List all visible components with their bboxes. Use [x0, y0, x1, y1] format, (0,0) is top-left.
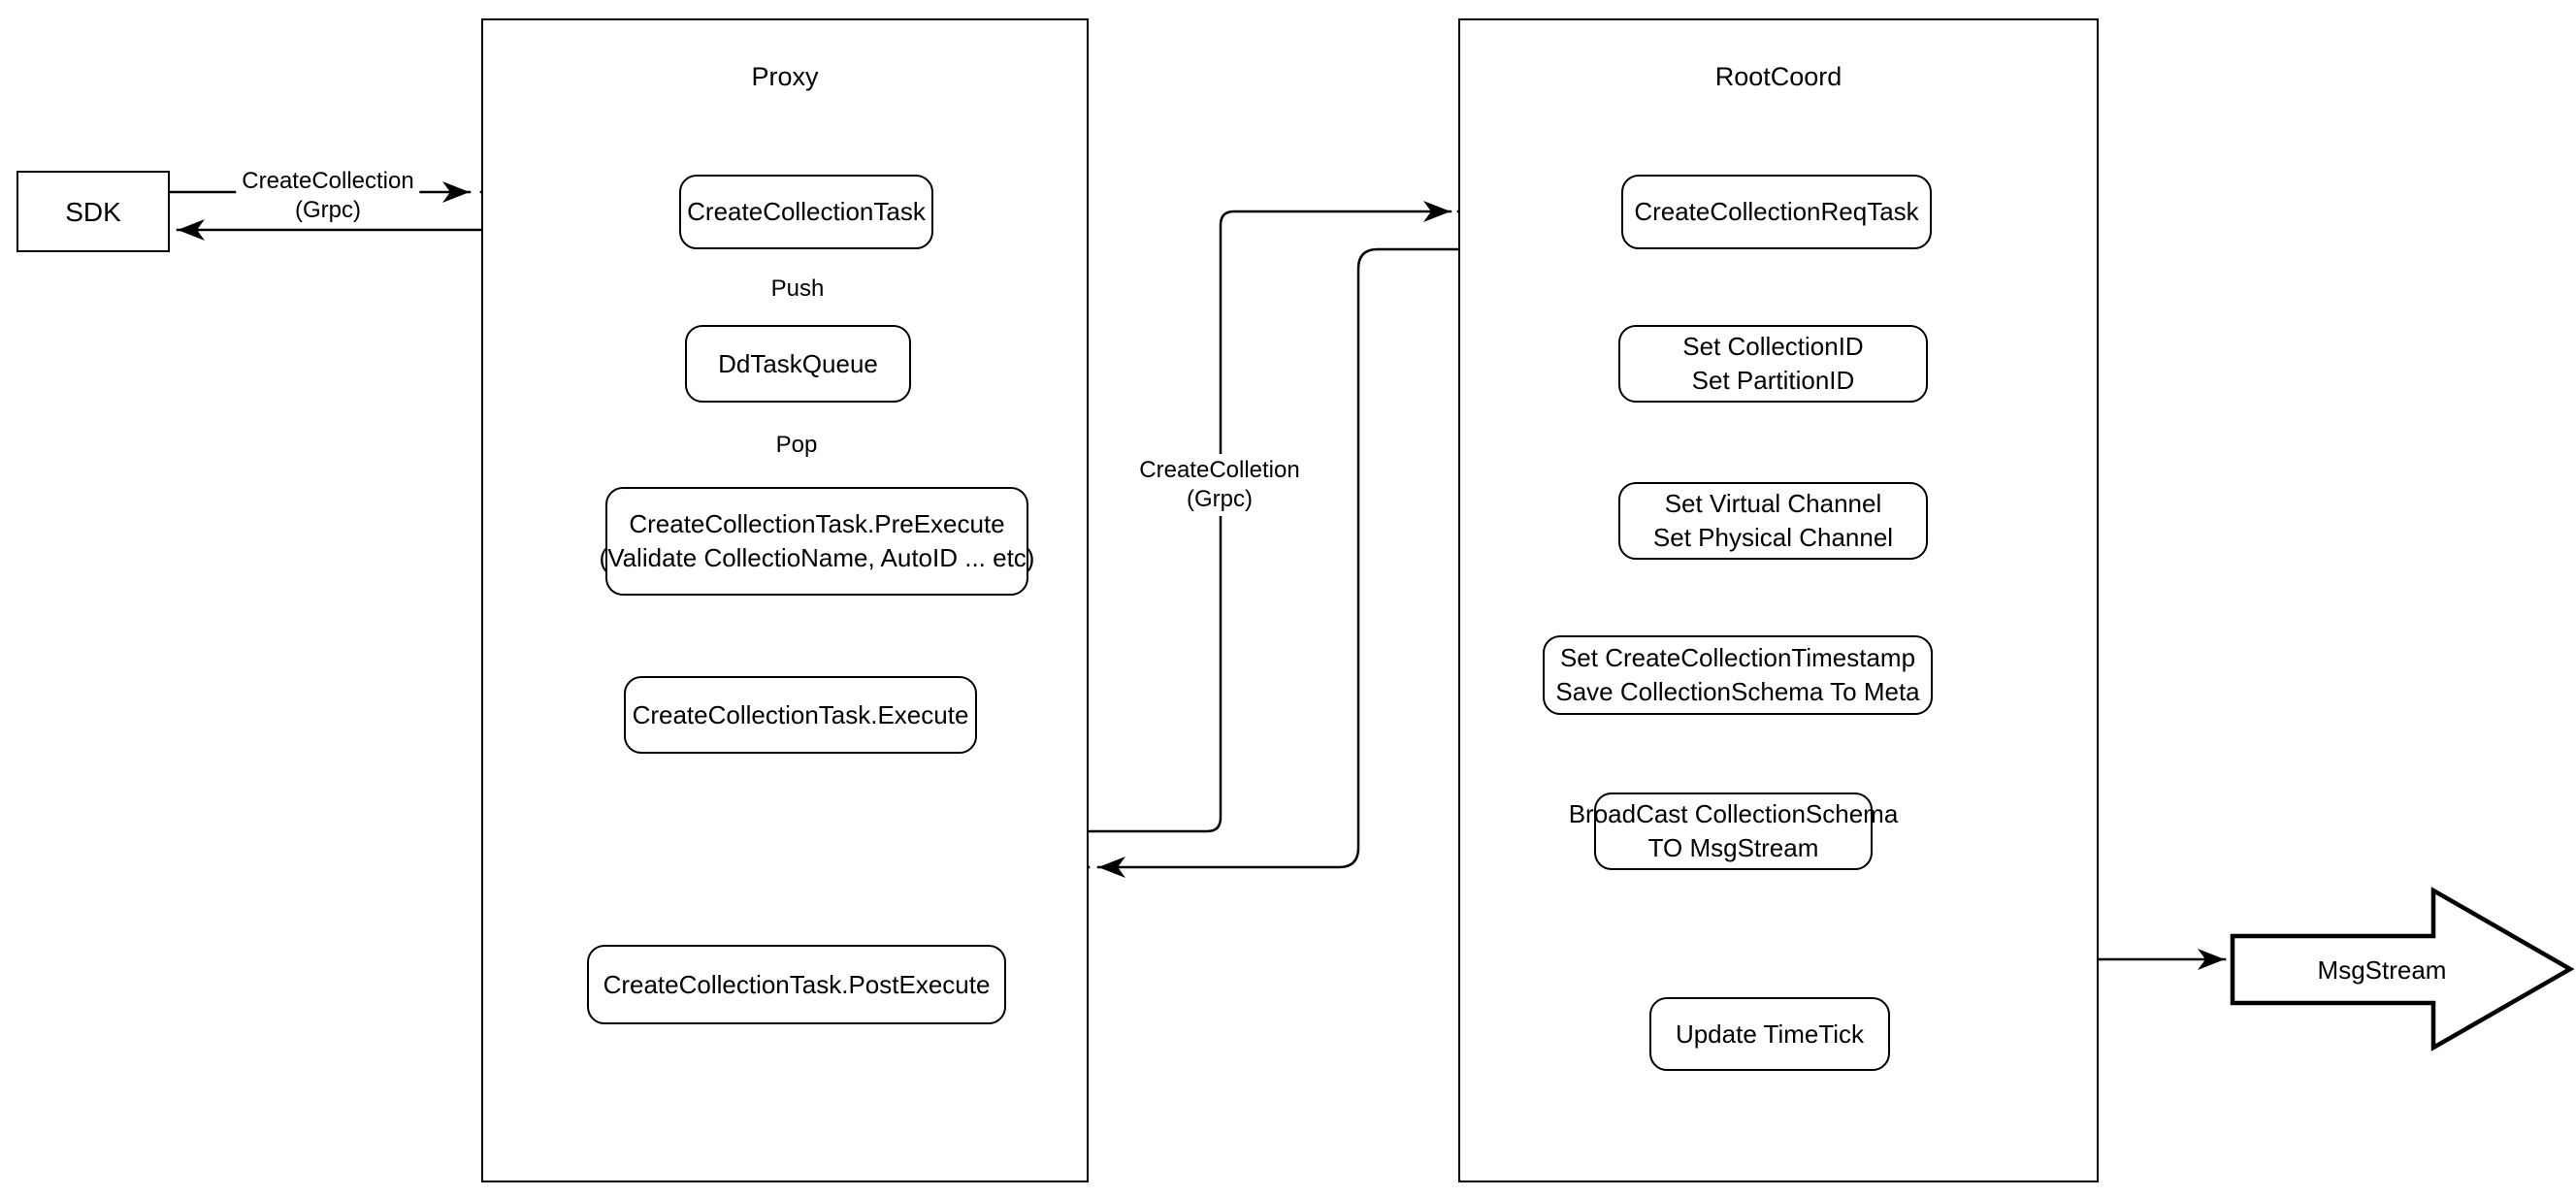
edge-rootcoordedge-to-proxyedge — [1096, 247, 1460, 878]
node-dd-task-queue: DdTaskQueue — [685, 325, 911, 403]
rootcoord-title: RootCoord — [1714, 62, 1842, 91]
node-sdk: SDK — [16, 171, 170, 252]
msgstream-arrow-shape — [2230, 887, 2575, 1051]
edge-proxyedge-to-rootcoordedge — [1087, 201, 1452, 833]
node-set-ids: Set CollectionID Set PartitionID — [1618, 325, 1928, 403]
node-update-time-tick: Update TimeTick — [1649, 997, 1890, 1071]
proxy-title: Proxy — [751, 62, 819, 91]
label-createcollection-grpc: CreateCollection (Grpc) — [236, 165, 420, 227]
node-set-channels: Set Virtual Channel Set Physical Channel — [1618, 482, 1928, 560]
node-create-collection-task: CreateCollectionTask — [679, 175, 933, 249]
node-post-execute: CreateCollectionTask.PostExecute — [587, 945, 1006, 1024]
label-push: Push — [765, 273, 831, 306]
node-create-collection-req-task: CreateCollectionReqTask — [1621, 175, 1932, 249]
label-createcolletion-grpc: CreateColletion (Grpc) — [1133, 454, 1306, 516]
node-broadcast: BroadCast CollectionSchema TO MsgStream — [1569, 793, 1898, 870]
node-set-timestamp: Set CreateCollectionTimestamp Save Colle… — [1543, 635, 1933, 715]
node-pre-execute: CreateCollectionTask.PreExecute (Validat… — [600, 487, 1034, 596]
label-pop: Pop — [769, 429, 824, 462]
node-execute: CreateCollectionTask.Execute — [624, 676, 977, 754]
msgstream-label: MsgStream — [2317, 955, 2447, 985]
